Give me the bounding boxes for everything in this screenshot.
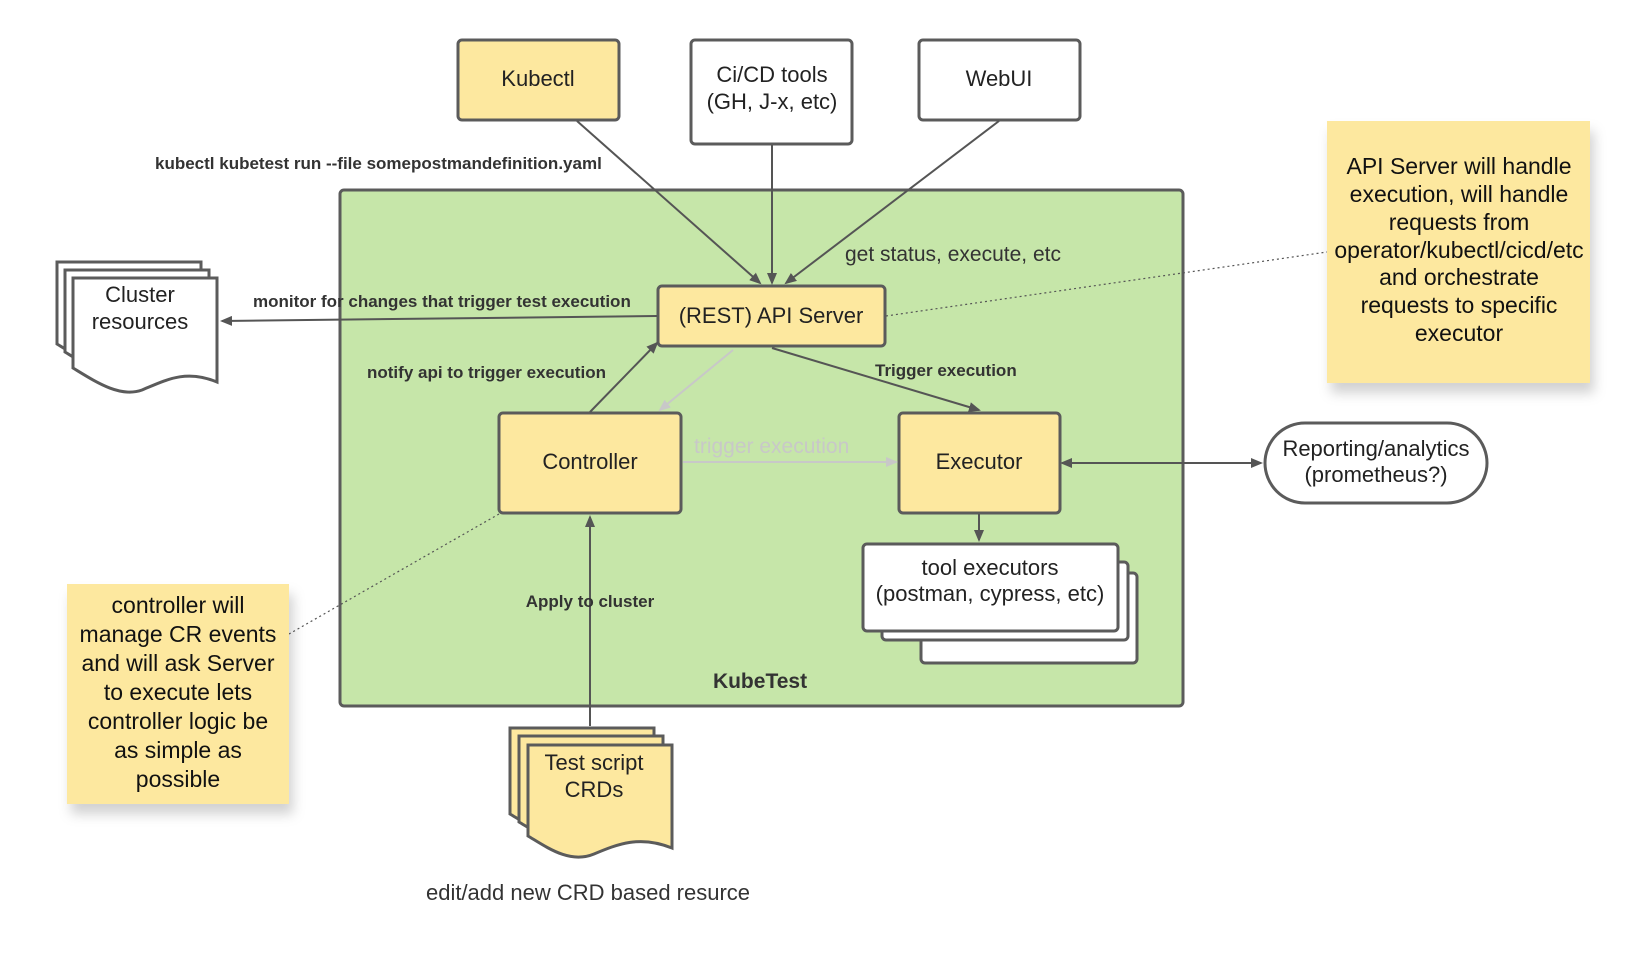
api-note-line-3: requests from	[1389, 209, 1530, 235]
webui-node: WebUI	[917, 38, 1082, 122]
cicd-label-2: (GH, J-x, etc)	[707, 89, 838, 114]
note-connector-api	[885, 251, 1328, 317]
controller-note-line-1: controller will	[112, 592, 245, 618]
get-status-label: get status, execute, etc	[845, 243, 1061, 266]
edge-api-cluster	[220, 315, 658, 326]
trigger-bold-label: Trigger execution	[875, 361, 1017, 380]
controller-node: Controller	[497, 411, 683, 515]
tool-executors-label-2: (postman, cypress, etc)	[876, 581, 1105, 606]
test-script-label-2: CRDs	[565, 777, 624, 802]
kubectl-label: Kubectl	[501, 66, 574, 91]
executor-node: Executor	[897, 411, 1062, 515]
tool-executors-node: tool executors (postman, cypress, etc)	[861, 542, 1139, 665]
controller-note-line-7: possible	[136, 766, 220, 792]
controller-note-line-6: as simple as	[114, 737, 242, 763]
controller-note-line-2: manage CR events	[80, 621, 277, 647]
controller-note-line-5: controller logic be	[88, 708, 268, 734]
notify-label: notify api to trigger execution	[367, 363, 606, 382]
tool-executors-label-1: tool executors	[922, 555, 1059, 580]
api-note-line-6: requests to specific	[1361, 292, 1558, 318]
caption: edit/add new CRD based resurce	[426, 880, 750, 905]
api-note-line-7: executor	[1415, 320, 1504, 346]
note-connector-controller	[288, 513, 500, 635]
controller-note-line-3: and will ask Server	[81, 650, 274, 676]
webui-label: WebUI	[966, 66, 1033, 91]
reporting-label-1: Reporting/analytics	[1282, 436, 1469, 461]
cicd-label-1: Ci/CD tools	[716, 62, 827, 87]
controller-label: Controller	[542, 449, 637, 474]
executor-label: Executor	[936, 449, 1023, 474]
cluster-resources-label-2: resources	[92, 309, 189, 334]
api-server-node: (REST) API Server	[656, 284, 887, 348]
api-note-line-5: and orchestrate	[1379, 264, 1539, 290]
edge-kubectl-api	[576, 120, 762, 285]
trigger-light-label: trigger execution	[694, 435, 849, 458]
reporting-node: Reporting/analytics (prometheus?)	[1263, 421, 1489, 505]
api-note-line-4: operator/kubectl/cicd/etc	[1334, 237, 1583, 263]
kubectl-command-label: kubectl kubetest run --file somepostmand…	[155, 154, 602, 173]
edge-api-controller-light	[658, 349, 734, 412]
kubetest-label: KubeTest	[713, 670, 807, 693]
apply-label: Apply to cluster	[526, 592, 655, 611]
edge-webui-api	[784, 120, 1000, 285]
kubectl-node: Kubectl	[456, 38, 621, 122]
edge-api-executor	[771, 347, 981, 412]
cluster-resources-label-1: Cluster	[105, 282, 175, 307]
edge-controller-api	[589, 341, 659, 413]
cicd-node: Ci/CD tools (GH, J-x, etc)	[689, 38, 854, 146]
api-note-line-2: execution, will handle	[1350, 181, 1569, 207]
test-script-label-1: Test script	[544, 750, 643, 775]
controller-note: controller will manage CR events and wil…	[67, 584, 289, 804]
test-script-crds-node: Test script CRDs	[508, 726, 674, 859]
reporting-label-2: (prometheus?)	[1304, 462, 1447, 487]
cluster-resources-node: Cluster resources	[55, 260, 219, 394]
api-server-label: (REST) API Server	[679, 303, 864, 328]
monitor-label: monitor for changes that trigger test ex…	[253, 292, 631, 311]
api-note-line-1: API Server will handle	[1347, 153, 1572, 179]
api-server-note: API Server will handle execution, will h…	[1327, 121, 1590, 383]
controller-note-line-4: to execute lets	[104, 679, 252, 705]
